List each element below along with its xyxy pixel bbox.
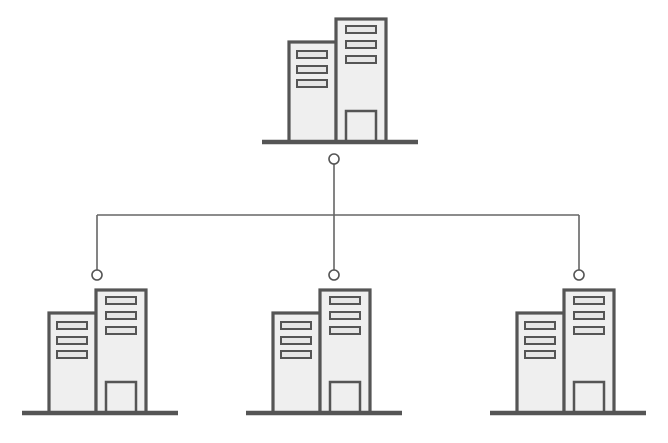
door xyxy=(344,109,378,144)
window xyxy=(573,311,605,320)
window xyxy=(56,350,88,359)
office-building-icon xyxy=(262,17,418,145)
window xyxy=(524,350,556,359)
door xyxy=(572,380,606,415)
window xyxy=(105,326,137,335)
connector-lines xyxy=(96,164,580,270)
window xyxy=(524,321,556,330)
office-building-icon xyxy=(490,288,646,416)
window xyxy=(345,25,377,34)
window xyxy=(573,326,605,335)
window xyxy=(345,40,377,49)
buildings-layer xyxy=(22,17,646,416)
office-building-icon xyxy=(246,288,402,416)
window xyxy=(56,321,88,330)
office-building-icon xyxy=(22,288,178,416)
window xyxy=(280,321,312,330)
connector-dot-hq xyxy=(328,153,340,165)
window xyxy=(296,65,328,74)
window xyxy=(573,296,605,305)
connector-dot-branch-1 xyxy=(91,269,103,281)
connector-dot-branch-3 xyxy=(573,269,585,281)
window xyxy=(105,311,137,320)
window xyxy=(56,336,88,345)
window xyxy=(345,55,377,64)
window xyxy=(329,311,361,320)
connector-dots xyxy=(91,153,585,281)
window xyxy=(280,336,312,345)
building-right-tower xyxy=(94,288,148,415)
door xyxy=(104,380,138,415)
window xyxy=(296,50,328,59)
window xyxy=(329,296,361,305)
door xyxy=(328,380,362,415)
connector-dot-branch-2 xyxy=(328,269,340,281)
window xyxy=(329,326,361,335)
window xyxy=(296,79,328,88)
window xyxy=(524,336,556,345)
window xyxy=(280,350,312,359)
window xyxy=(105,296,137,305)
